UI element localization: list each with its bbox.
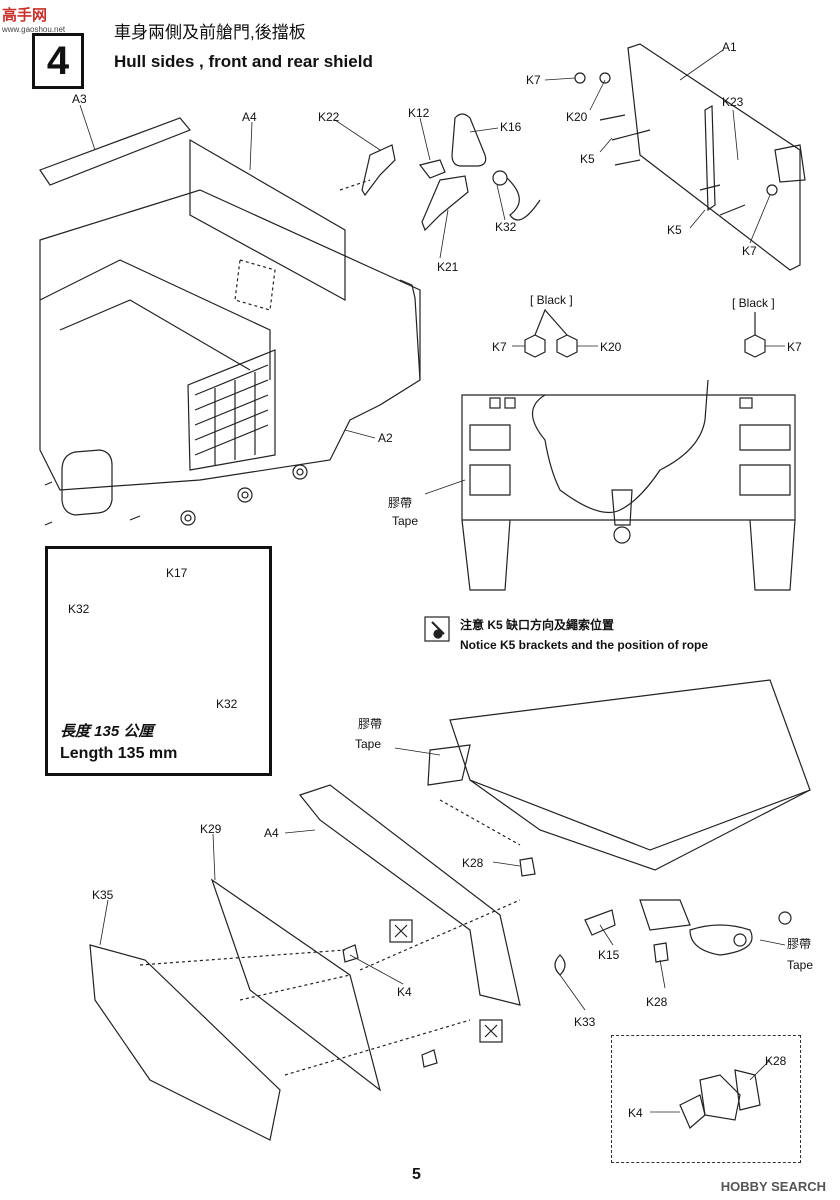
- part-label-k7-a: K7: [526, 73, 541, 87]
- part-label-k5-a: K5: [580, 152, 595, 166]
- part-label-a4-top: A4: [242, 110, 257, 124]
- rope-length-inset: [45, 546, 272, 776]
- inset-length-en: Length 135 mm: [60, 745, 178, 762]
- lower-label-k35: K35: [92, 888, 114, 902]
- part-label-k21: K21: [437, 260, 459, 274]
- nut-callout-drawing: [524, 308, 766, 358]
- step-number-box: 4: [32, 33, 84, 89]
- part-label-k12: K12: [408, 106, 430, 120]
- inset-length-zh: 長度 135 公厘: [60, 723, 154, 740]
- part-label-a2: A2: [378, 431, 393, 445]
- step-title-en: Hull sides , front and rear shield: [114, 52, 373, 71]
- site-watermark-brand: 高手网: [2, 7, 48, 24]
- notice-text-zh: 注意 K5 缺口方向及繩索位置: [460, 618, 615, 632]
- lower-label-k29: K29: [200, 822, 222, 836]
- rear-view-drawing: [461, 379, 796, 591]
- tape-label-zh: 膠帶: [388, 496, 413, 510]
- lower-tape-left-zh: 膠帶: [358, 717, 383, 731]
- hobby-search-watermark: HOBBY SEARCH: [720, 1179, 826, 1194]
- lower-label-k28-b: K28: [646, 995, 668, 1009]
- part-label-k5-b: K5: [667, 223, 682, 237]
- inset-label-k17: K17: [166, 566, 188, 580]
- step-title-zh: 車身兩側及前艙門,後擋板: [114, 23, 306, 42]
- detail-label-k4: K4: [628, 1106, 643, 1120]
- callout-label-k7-left: K7: [492, 340, 507, 354]
- page-number: 5: [412, 1166, 421, 1183]
- black-callout-right: [ Black ]: [732, 296, 775, 310]
- detail-drawing: [679, 1069, 761, 1129]
- rear-panel-drawing: [574, 43, 806, 271]
- lower-label-a4: A4: [264, 826, 279, 840]
- part-label-k22: K22: [318, 110, 340, 124]
- lower-tape-right-zh: 膠帶: [787, 937, 812, 951]
- lower-label-k28-a: K28: [462, 856, 484, 870]
- site-watermark-url: www.gaoshou.net: [2, 25, 66, 34]
- part-label-a1: A1: [722, 40, 737, 54]
- part-label-k32-top: K32: [495, 220, 517, 234]
- tape-label-en: Tape: [392, 514, 419, 528]
- lower-label-k4: K4: [397, 985, 412, 999]
- site-watermark: 高手网 www.gaoshou.net: [2, 4, 65, 34]
- k28-detail-box: [611, 1035, 801, 1163]
- inset-label-k32-right: K32: [216, 697, 238, 711]
- detail-label-k28: K28: [765, 1054, 787, 1068]
- hull-body-drawing: [39, 117, 421, 526]
- inset-label-k32-left: K32: [68, 602, 90, 616]
- part-label-k7-b: K7: [742, 244, 757, 258]
- notice-icon-drawing: [424, 616, 450, 642]
- part-label-a3: A3: [72, 92, 87, 106]
- part-label-k20-a: K20: [566, 110, 588, 124]
- part-label-k23: K23: [722, 95, 744, 109]
- lower-tape-right-en: Tape: [787, 958, 814, 972]
- part-label-k16: K16: [500, 120, 522, 134]
- notice-text-en: Notice K5 brackets and the position of r…: [460, 638, 709, 652]
- step-number: 4: [46, 39, 70, 83]
- lower-tape-left-en: Tape: [355, 737, 382, 751]
- callout-label-k20: K20: [600, 340, 622, 354]
- top-parts-drawing: [339, 113, 541, 232]
- lower-label-k33: K33: [574, 1015, 596, 1029]
- black-callout-left: [ Black ]: [530, 293, 573, 307]
- lower-hull-drawing: [89, 679, 811, 1141]
- lower-label-k15: K15: [598, 948, 620, 962]
- callout-label-k7-right: K7: [787, 340, 802, 354]
